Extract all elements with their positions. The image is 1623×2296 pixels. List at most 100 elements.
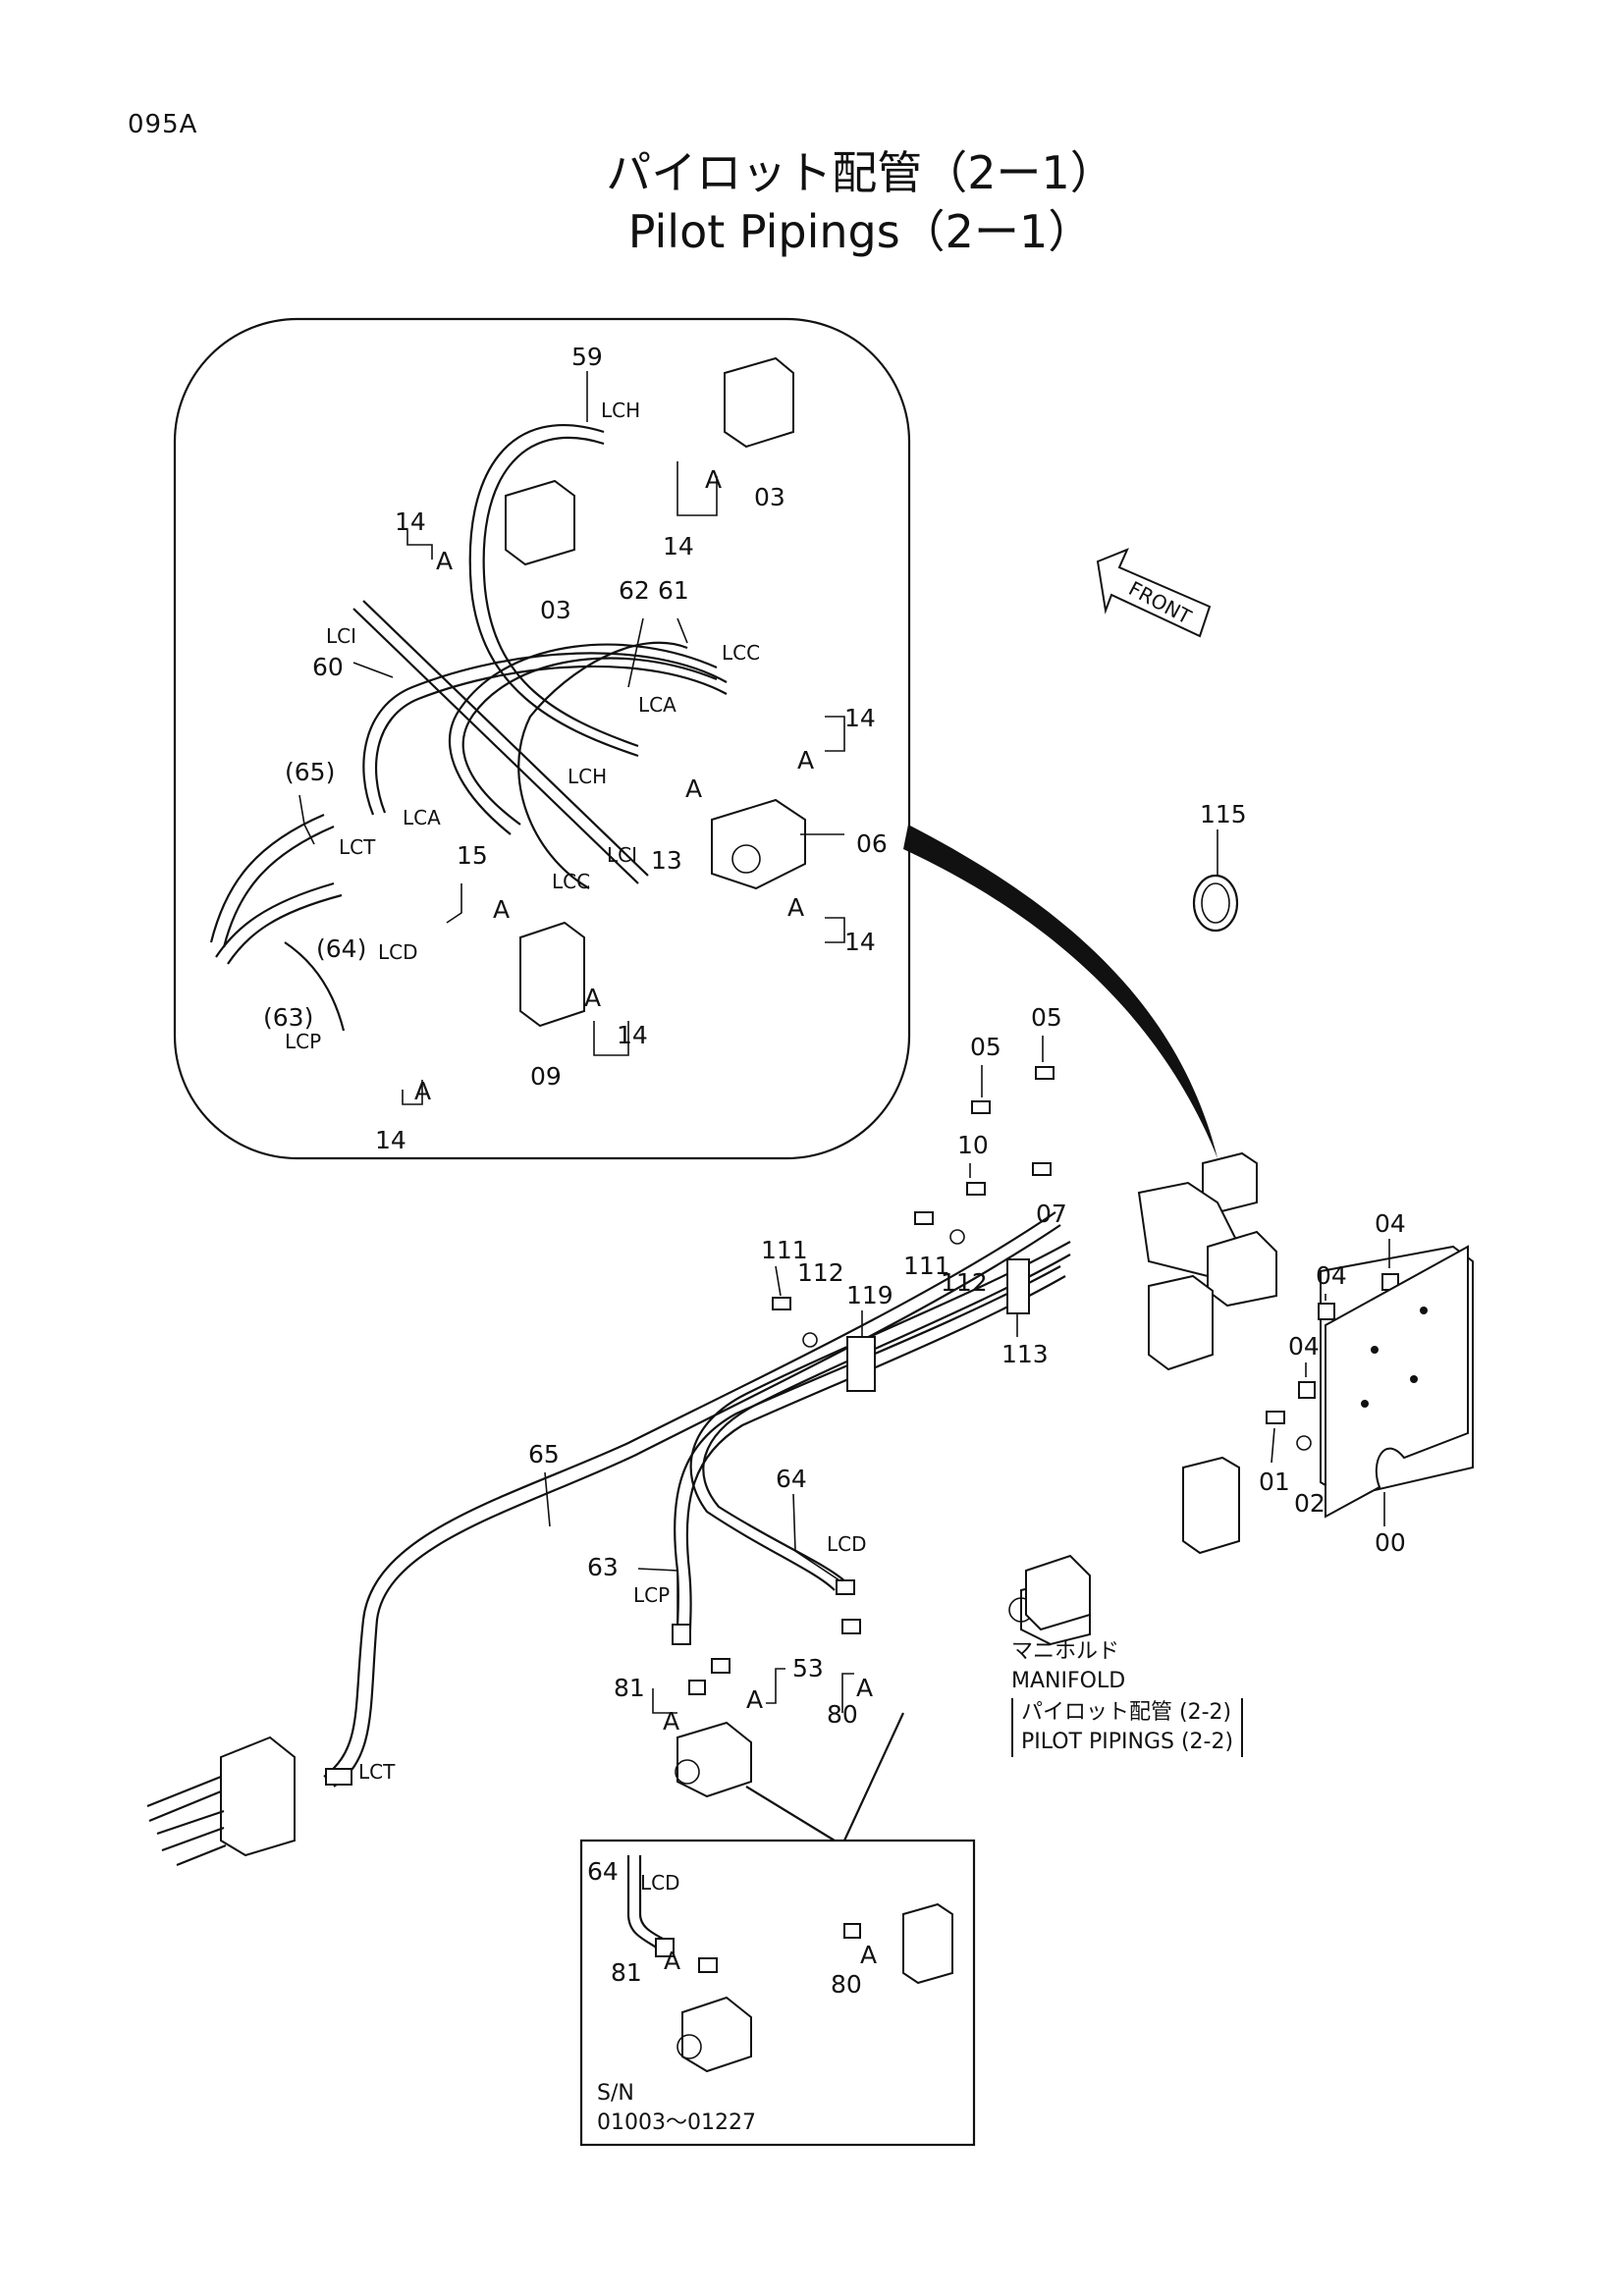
main-pipes <box>323 1211 1071 1788</box>
callout-05-lower: 05 <box>970 1033 1001 1061</box>
serial-note: S/N 01003～01227 <box>597 2079 756 2138</box>
callout-53: 53 <box>792 1654 824 1682</box>
pilot-valve-81 <box>675 1721 752 1798</box>
line-code-lct: LCT <box>339 835 376 859</box>
callout-04-b: 04 <box>1316 1261 1347 1290</box>
pipe-clamps <box>846 1258 1030 1392</box>
inset-hoses <box>209 424 728 1032</box>
line-code-lcp: LCP <box>633 1583 670 1607</box>
a-mark: A <box>787 893 804 922</box>
a-mark: A <box>797 746 814 774</box>
line-code-lcd: LCD <box>827 1532 867 1556</box>
callout-111-left: 111 <box>761 1236 808 1264</box>
manifold-reference: マニホルド MANIFOLD パイロット配管 (2-2) PILOT PIPIN… <box>1011 1637 1244 1757</box>
callout-04-a: 04 <box>1375 1209 1406 1238</box>
detail-callout-80: 80 <box>831 1970 862 1999</box>
callout-15: 15 <box>457 841 488 870</box>
callout-14-e: 14 <box>617 1021 648 1049</box>
callout-13: 13 <box>651 846 682 875</box>
callout-112-right: 112 <box>941 1268 988 1297</box>
line-code-lci: LCI <box>326 624 356 648</box>
callout-59: 59 <box>571 343 603 371</box>
serial-range: 01003～01227 <box>597 2110 756 2135</box>
callout-113: 113 <box>1001 1340 1049 1368</box>
callout-00: 00 <box>1375 1528 1406 1557</box>
title-japanese: パイロット配管（2ー1） <box>606 146 1115 199</box>
line-code-lcc: LCC <box>722 641 760 665</box>
detail-callout-81: 81 <box>611 1958 642 1987</box>
detail-callout-64: 64 <box>587 1857 619 1886</box>
manifold-label-en: MANIFOLD <box>1011 1669 1126 1693</box>
a-marks: A A A A A A A A A A A A A <box>414 465 877 1975</box>
manifold-see-also: パイロット配管 (2-2) PILOT PIPINGS (2-2) <box>1011 1698 1244 1757</box>
bracket-plate <box>1325 1245 1469 1519</box>
callout-111-right: 111 <box>903 1252 950 1280</box>
callout-14-c: 14 <box>844 704 876 732</box>
callout-14-f: 14 <box>375 1126 406 1154</box>
a-mark: A <box>746 1685 763 1714</box>
title-english: Pilot Pipings（2ー1） <box>627 205 1094 258</box>
callout-14-a: 14 <box>663 532 694 561</box>
callout-03-lower: 03 <box>540 596 571 624</box>
line-code-lcc: LCC <box>552 870 590 893</box>
line-code-lca: LCA <box>638 693 676 717</box>
callout-115: 115 <box>1200 800 1247 828</box>
line-codes: LCH LCH LCI LCI LCC LCC LCA LCA LCT LCD … <box>285 399 867 1895</box>
main-leaders <box>544 1036 1390 1714</box>
front-arrow: FRONT <box>1096 548 1212 638</box>
callout-64: 64 <box>776 1465 807 1493</box>
a-mark: A <box>436 547 453 575</box>
callout-05-upper: 05 <box>1031 1003 1062 1032</box>
a-mark: A <box>685 774 702 803</box>
manifold-icon <box>1025 1554 1091 1631</box>
callout-60: 60 <box>312 653 344 681</box>
callout-62: 62 <box>619 576 650 605</box>
a-mark: A <box>414 1077 431 1105</box>
inset-connector-lines <box>745 1712 904 1842</box>
manifold-label-jp: マニホルド <box>1011 1639 1120 1664</box>
callout-06: 06 <box>856 829 888 858</box>
manifold-see-en: PILOT PIPINGS (2-2) <box>1021 1730 1234 1754</box>
line-code-lcd: LCD <box>640 1871 680 1895</box>
inset-leaders <box>298 371 845 1105</box>
callout-14-b: 14 <box>395 507 426 536</box>
fittings <box>325 1066 1399 1786</box>
operator-valves <box>146 1735 296 1867</box>
callout-63: 63 <box>587 1553 619 1581</box>
a-mark: A <box>663 1707 679 1735</box>
callout-02: 02 <box>1294 1489 1325 1518</box>
callout-119: 119 <box>846 1281 893 1309</box>
a-mark: A <box>860 1941 877 1969</box>
a-mark: A <box>664 1947 680 1975</box>
callout-64-paren: (64) <box>316 934 366 963</box>
callout-65: 65 <box>528 1440 560 1468</box>
page-code: 095A <box>128 110 198 139</box>
callout-09: 09 <box>530 1062 562 1091</box>
a-mark: A <box>856 1674 873 1702</box>
clamp-115 <box>1192 829 1239 933</box>
line-code-lch: LCH <box>601 399 640 422</box>
callout-10: 10 <box>957 1131 989 1159</box>
line-code-lct: LCT <box>358 1760 396 1784</box>
serial-label: S/N <box>597 2081 634 2106</box>
inset-callout-band <box>903 825 1217 1158</box>
line-code-lca: LCA <box>403 806 441 829</box>
serial-detail-parts <box>626 1855 953 2073</box>
callout-07: 07 <box>1036 1200 1067 1228</box>
a-mark: A <box>493 895 510 924</box>
callout-81: 81 <box>614 1674 645 1702</box>
callout-04-c: 04 <box>1288 1332 1320 1361</box>
callout-14-d: 14 <box>844 928 876 956</box>
callout-61: 61 <box>658 576 689 605</box>
serial-detail-box <box>579 1839 976 2147</box>
callout-65-paren: (65) <box>285 758 335 786</box>
callout-03-upper: 03 <box>754 483 785 511</box>
a-mark: A <box>705 465 722 494</box>
callout-112-left: 112 <box>797 1258 844 1287</box>
manifold-see-jp: パイロット配管 (2-2) <box>1021 1700 1232 1725</box>
line-code-lci: LCI <box>607 843 637 867</box>
line-code-lcd: LCD <box>378 940 418 964</box>
line-code-lch: LCH <box>568 765 607 788</box>
inset-blocks <box>505 356 806 1028</box>
callout-01: 01 <box>1259 1468 1290 1496</box>
